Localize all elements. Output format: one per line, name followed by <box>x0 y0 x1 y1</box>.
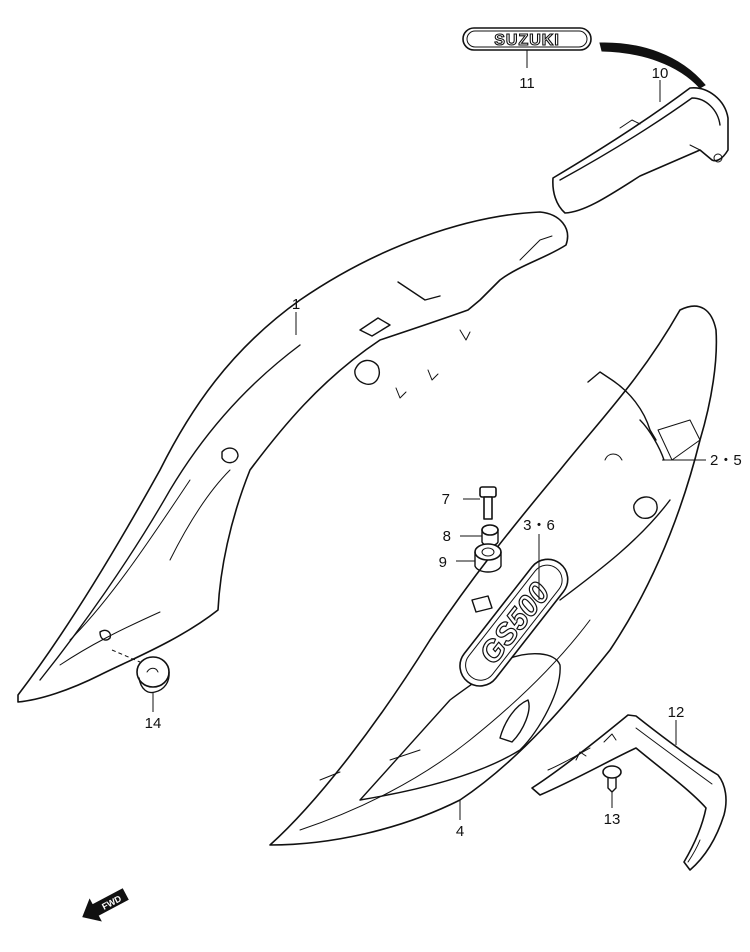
part-11-suzuki-emblem: SUZUKI <box>462 27 592 51</box>
part-9-grommet <box>456 543 502 573</box>
callout-14: 14 <box>145 715 162 732</box>
emblem-mount-clip <box>471 595 493 613</box>
callout-4: 4 <box>456 823 464 840</box>
callout-9: 9 <box>439 554 447 571</box>
suzuki-emblem-text: SUZUKI <box>494 32 560 49</box>
callout-10: 10 <box>652 65 669 82</box>
part-12-bracket <box>531 714 727 871</box>
callout-13: 13 <box>604 811 621 828</box>
part-10-tail-cowl <box>552 42 729 214</box>
callout-11: 11 <box>519 75 535 92</box>
part-8-collar <box>460 524 499 547</box>
callout-8: 8 <box>443 528 451 545</box>
callout-3-6: 3・6 <box>523 517 555 534</box>
part-7-bolt <box>463 486 497 520</box>
part-1-left-frame-cover <box>17 211 569 703</box>
part-13-clip <box>602 765 622 808</box>
callout-labels: 11 10 1 2・5 3・6 7 8 9 4 12 13 14 <box>145 65 742 840</box>
callout-12: 12 <box>668 704 685 721</box>
fwd-arrow-icon: FWD <box>82 888 129 922</box>
leader-lines <box>295 50 706 820</box>
part-4-right-frame-cover <box>269 305 718 846</box>
callout-2-5: 2・5 <box>710 452 742 469</box>
callout-7: 7 <box>442 491 450 508</box>
callout-1: 1 <box>292 296 300 313</box>
part-14-cushion <box>111 649 170 712</box>
